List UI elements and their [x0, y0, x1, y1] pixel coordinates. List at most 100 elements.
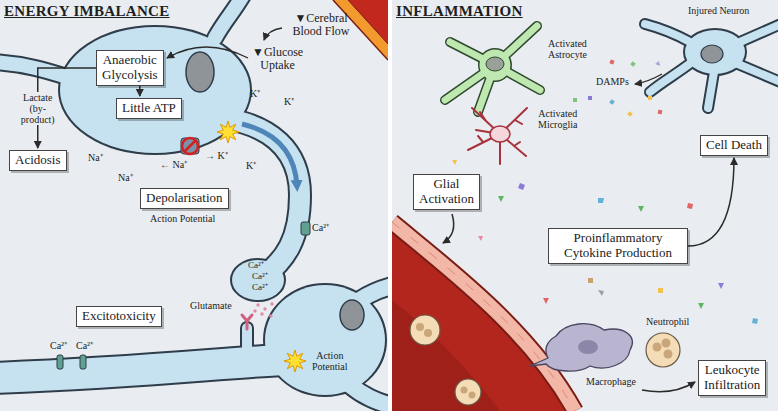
process-box: Acidosis — [9, 150, 67, 171]
label-text: Macrophage — [586, 376, 636, 387]
leukocyte — [455, 379, 481, 405]
process-box: Proinflammatory Cytokine Production — [548, 228, 688, 264]
damp-fragment — [658, 110, 663, 115]
neuron-outline — [60, 27, 250, 153]
injured-neuron — [738, 64, 778, 86]
injured-neuron — [645, 24, 690, 42]
action-potential-arrow — [242, 124, 297, 186]
label-text: Activated Astrocyte — [548, 38, 587, 60]
edge-label: Lactate (by-product) — [19, 92, 57, 125]
neutrophil — [662, 339, 671, 348]
damp-fragment — [609, 99, 614, 104]
damp-fragment — [573, 59, 662, 116]
leukocyte — [424, 329, 432, 337]
leukocyte — [410, 315, 481, 405]
injured-neuron — [738, 64, 778, 86]
injured-neuron — [645, 20, 778, 108]
nucleus — [186, 52, 214, 92]
neuron-body — [360, 284, 388, 300]
injured-neuron — [740, 20, 778, 42]
flow-arrow — [635, 74, 662, 84]
neuron-body — [232, 260, 284, 300]
box-text: Depolarisation — [146, 191, 223, 206]
label-text: K⁺ — [284, 96, 294, 107]
neuron-body — [0, 0, 388, 408]
box-text: Anaerobic Glycolysis — [102, 53, 158, 83]
neuron-body — [60, 27, 250, 153]
macrophage — [530, 324, 632, 371]
label-text: Injured Neuron — [688, 5, 749, 16]
calcium-channel — [57, 222, 310, 369]
neuron-outline — [0, 0, 388, 408]
label-text: Activated Microglia — [538, 108, 577, 130]
neutrophil — [646, 333, 680, 367]
blood-vessel — [348, 0, 388, 44]
label-text: Glutamate — [190, 300, 232, 311]
glutamate-receptor — [242, 315, 252, 329]
panel: INFLAMMATION Cell DeathGlial ActivationPr… — [392, 0, 778, 411]
sodium-potassium-pump — [181, 138, 199, 154]
label-text: Na⁺ — [88, 152, 103, 163]
neuron-outline — [240, 328, 254, 360]
blood-vessel — [392, 300, 500, 411]
neuron-body — [0, 360, 285, 378]
cytokine — [478, 236, 483, 241]
panel-title: ENERGY IMBALANCE — [0, 0, 174, 23]
injured-neuron — [685, 30, 745, 74]
action-potential-star — [217, 121, 239, 143]
neuron-outline — [232, 260, 284, 300]
flow-arrow — [642, 382, 695, 392]
cytokine — [687, 203, 693, 209]
neuron-body — [0, 0, 388, 408]
label-text: Ca²⁺ — [76, 340, 93, 351]
cytokine — [498, 196, 504, 202]
injured-neuron — [645, 24, 690, 42]
neuron-outline — [350, 385, 388, 408]
connector — [139, 86, 141, 96]
nucleus — [340, 300, 364, 330]
glutamate-molecule — [270, 302, 273, 305]
process-box: Leukocyte Infiltration — [698, 360, 766, 396]
label-text: ▼Cerebral Blood Flow — [283, 12, 359, 38]
cytokine — [752, 318, 758, 324]
glutamate-molecule — [260, 312, 263, 315]
leukocyte — [461, 387, 468, 394]
flow-arrow — [443, 214, 454, 243]
macrophage — [578, 340, 598, 354]
process-box: Cell Death — [700, 135, 768, 156]
box-text: Glial Activation — [419, 177, 474, 207]
damp-fragment — [573, 98, 577, 102]
glutamate-receptor — [242, 315, 252, 329]
injured-neuron — [740, 20, 778, 42]
label-text: ← Na⁺ — [160, 159, 187, 170]
glutamate-molecule — [256, 303, 259, 306]
process-box: Little ATP — [116, 98, 182, 119]
label-text: Ca²⁺ — [50, 340, 67, 351]
flow-arrow — [167, 47, 248, 58]
calcium-channel — [80, 355, 86, 369]
label-text: Ca²⁺ — [252, 283, 268, 293]
glutamate-molecule — [263, 307, 266, 310]
label-text: Ca²⁺ — [248, 261, 264, 271]
neuron-outline — [0, 0, 388, 408]
neuron-outline — [0, 360, 285, 378]
neuron-outline — [265, 285, 385, 395]
box-text: Excitotoxicity — [82, 309, 156, 324]
injured-neuron — [708, 72, 714, 108]
injured-neuron — [645, 20, 778, 108]
flow-arrow — [443, 74, 695, 392]
damp-fragment — [630, 61, 636, 67]
label-text: K⁺ — [246, 160, 256, 171]
cytokine — [518, 183, 525, 190]
microglia — [490, 126, 510, 142]
leukocyte — [416, 323, 424, 331]
box-text: Leukocyte Infiltration — [704, 363, 760, 393]
macrophage — [530, 324, 632, 371]
panel-title: INFLAMMATION — [392, 0, 527, 23]
box-text: Little ATP — [122, 101, 176, 116]
neuron-body — [265, 285, 385, 395]
injured-neuron — [708, 72, 714, 108]
injured-neuron — [701, 45, 723, 63]
